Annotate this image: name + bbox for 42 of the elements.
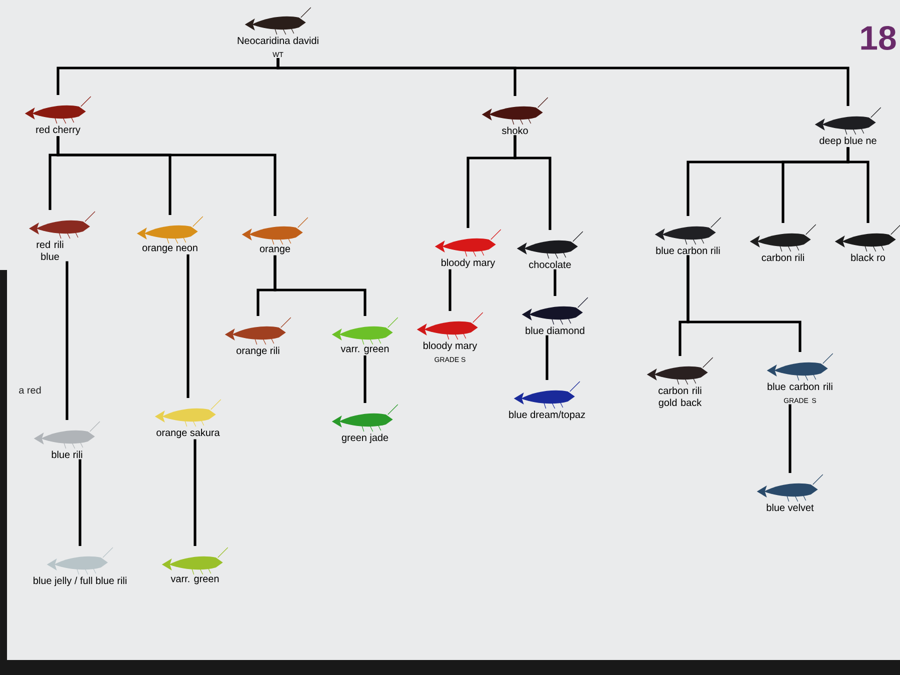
variety-label: varr. green: [340, 346, 389, 354]
tree-line: [78, 459, 82, 546]
variety-label: varr. green: [170, 576, 219, 584]
variety-label: bloody mary: [442, 258, 496, 268]
variety-label: blue diamond: [526, 326, 584, 334]
variety-label: orange neon: [142, 246, 198, 254]
variety-label: carbon rili gold back: [658, 386, 702, 408]
variety-label: green jade: [342, 434, 388, 444]
tree-line: [194, 439, 196, 546]
tree-line: [554, 269, 556, 296]
tree-line: [276, 58, 850, 106]
variety-label: orange rili: [236, 346, 280, 356]
tree-line: [686, 255, 802, 352]
variety-label: blue dream/topaz: [509, 410, 585, 420]
variety-label: orange: [260, 246, 290, 254]
variety-label: blue jelly / full blue rili: [34, 576, 126, 586]
variety-label: shoko: [502, 126, 528, 134]
variety-label: carbon rili: [762, 254, 804, 262]
variety-label: orange sakura: [156, 428, 220, 438]
variety-label: Neocaridina davidi: [238, 36, 318, 44]
variety-label: a red: [19, 386, 41, 394]
variety-label: red cherry: [36, 126, 80, 136]
variety-label: deep blue ne: [820, 136, 876, 146]
tree-line: [56, 136, 276, 216]
tree-line: [66, 261, 68, 420]
variety-label: chocolate: [529, 260, 571, 268]
tree-line: [274, 255, 366, 316]
variety-label: blue rili: [52, 450, 82, 458]
variety-label: blue carbon rili: [656, 246, 720, 254]
tree-line: [788, 404, 792, 473]
variety-label: bloody mary: [424, 342, 478, 352]
tree-line: [514, 135, 552, 230]
tree-line: [186, 254, 190, 398]
tree-line: [846, 147, 870, 223]
tree-line: [546, 335, 548, 380]
tree-line: [448, 269, 452, 311]
variety-label: blue velvet: [766, 504, 814, 512]
variety-label: red rili blue: [36, 240, 64, 260]
variety-label: blue carbon rili: [768, 382, 832, 390]
tree-line: [364, 355, 366, 403]
page-number: 18: [861, 26, 896, 50]
variety-label: black ro: [851, 254, 886, 262]
